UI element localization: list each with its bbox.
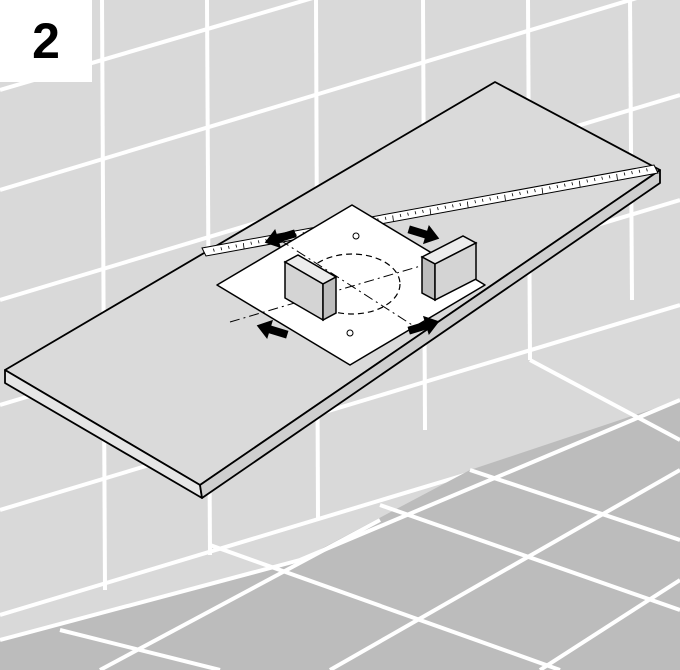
tape-tick (616, 173, 618, 180)
arrow-icon-top-right (407, 225, 440, 245)
tape-tick (489, 197, 491, 201)
tape-tick (466, 201, 469, 208)
arrow-icon-bottom-left (256, 319, 289, 339)
tape-tick (407, 212, 409, 216)
tape-tick (295, 233, 297, 237)
tape-tick (496, 195, 499, 200)
tape-tick (213, 248, 215, 252)
arrow-icon-top-left (264, 229, 297, 249)
tape-tick (534, 189, 536, 193)
alignment-block-left (283, 254, 338, 322)
alignment-block-right (420, 235, 478, 302)
floor-tiles (0, 400, 680, 670)
tape-tick (578, 180, 581, 187)
tape-tick (452, 204, 454, 208)
tape-tick (399, 213, 402, 218)
tape-tick (437, 207, 439, 211)
center-line-b (279, 239, 421, 331)
step-number: 2 (0, 0, 92, 82)
tape-tick (220, 247, 223, 251)
tape-tick (414, 211, 417, 215)
tape-tick (631, 171, 633, 175)
tape-tick (564, 183, 566, 187)
tape-tick (586, 179, 588, 183)
tape-tick (638, 169, 641, 173)
tape-tick (422, 209, 424, 213)
tape-tick (228, 245, 230, 249)
countertop-side-edge (199, 169, 661, 499)
tape-tick (526, 190, 529, 194)
tape-tick (556, 184, 559, 189)
tape-tick (459, 202, 462, 207)
tape-tick (593, 177, 596, 182)
tape-tick (519, 191, 521, 196)
tape-tick (601, 176, 603, 180)
tape-tick (504, 194, 506, 201)
mounting-hole-top (352, 232, 360, 240)
tape-tick (474, 200, 476, 204)
tape-tick (429, 208, 432, 215)
tape-tick (623, 172, 626, 176)
floor-grout-lines (0, 358, 680, 670)
cutout-template (216, 204, 486, 366)
tape-tick (511, 193, 514, 197)
tape-tick (541, 187, 544, 194)
mounting-hole-bottom (346, 329, 354, 337)
tape-tick (250, 241, 252, 245)
tape-tick (242, 243, 245, 250)
tape-tick (646, 168, 648, 172)
tape-tick (571, 182, 574, 186)
tape-tick (549, 186, 551, 190)
arrow-icon-bottom-right (407, 315, 440, 335)
tape-tick (384, 216, 387, 220)
tape-tick (257, 240, 260, 244)
tape-tick (392, 215, 394, 222)
tape-tick (608, 175, 611, 179)
tape-tick (444, 205, 447, 209)
tape-tick (481, 198, 484, 202)
center-line-a (229, 249, 476, 323)
tape-tick (235, 244, 238, 248)
